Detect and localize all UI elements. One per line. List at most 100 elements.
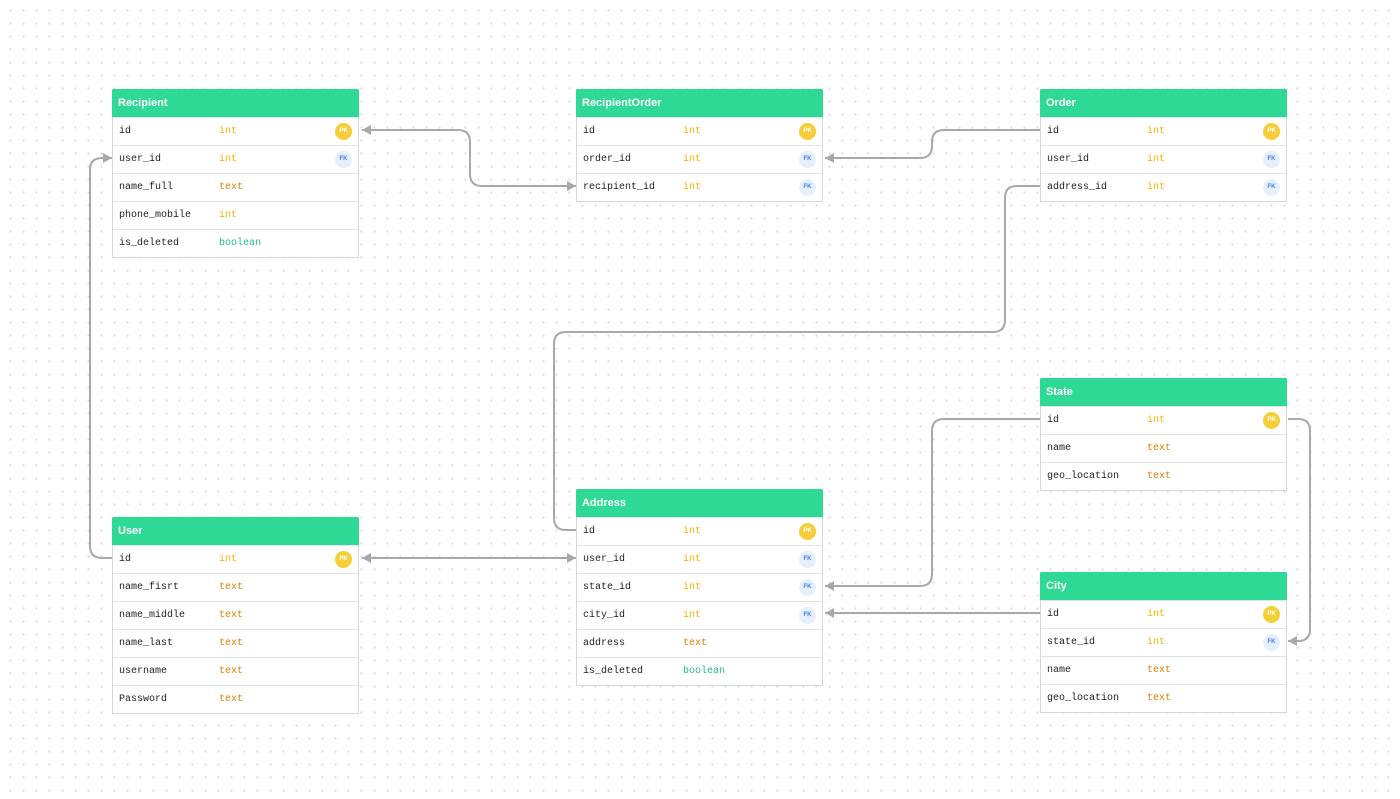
field-row[interactable]: id int PK	[1041, 406, 1286, 434]
field-row[interactable]: state_id int FK	[1041, 628, 1286, 656]
field-type: text	[683, 638, 708, 649]
field-name: state_id	[1047, 637, 1096, 648]
connector-order-address	[553, 185, 1040, 531]
entity-title[interactable]: Recipient	[112, 89, 359, 117]
field-row[interactable]: id int PK	[113, 117, 358, 145]
field-type: int	[1147, 126, 1166, 137]
foreign-key-badge: FK	[799, 579, 816, 596]
connector-end-arrow	[362, 553, 371, 563]
connector-state-city	[1288, 418, 1311, 642]
field-name: state_id	[583, 582, 632, 593]
field-row[interactable]: geo_location text	[1041, 684, 1286, 712]
entity-title[interactable]: Order	[1040, 89, 1287, 117]
entity-title[interactable]: State	[1040, 378, 1287, 406]
primary-key-badge: PK	[1263, 412, 1280, 429]
field-type: int	[1147, 415, 1166, 426]
field-name: geo_location	[1047, 471, 1120, 482]
field-name: name	[1047, 443, 1072, 454]
connector-state-address	[825, 418, 1040, 587]
field-type: int	[1147, 637, 1166, 648]
field-type: text	[1147, 693, 1172, 704]
field-name: id	[1047, 609, 1060, 620]
foreign-key-badge: FK	[1263, 634, 1280, 651]
field-name: is_deleted	[119, 238, 180, 249]
field-type: boolean	[219, 238, 262, 249]
field-name: address_id	[1047, 182, 1108, 193]
field-type: int	[219, 154, 238, 165]
field-type: text	[1147, 443, 1172, 454]
connector-end-arrow	[825, 608, 834, 618]
foreign-key-badge: FK	[1263, 179, 1280, 196]
entity-title[interactable]: City	[1040, 572, 1287, 600]
field-row[interactable]: address_id int FK	[1041, 173, 1286, 201]
field-name: recipient_id	[583, 182, 656, 193]
field-type: int	[683, 126, 702, 137]
field-name: name_fisrt	[119, 582, 180, 593]
field-type: text	[1147, 471, 1172, 482]
field-name: geo_location	[1047, 693, 1120, 704]
field-name: username	[119, 666, 168, 677]
entity-title[interactable]: RecipientOrder	[576, 89, 823, 117]
field-type: int	[1147, 154, 1166, 165]
field-row[interactable]: geo_location text	[1041, 462, 1286, 490]
field-name: id	[119, 554, 132, 565]
field-type: int	[1147, 182, 1166, 193]
foreign-key-badge: FK	[335, 151, 352, 168]
connector-end-arrow	[567, 181, 576, 191]
field-name: phone_mobile	[119, 210, 192, 221]
connector-end-arrow	[1288, 636, 1297, 646]
field-type: text	[219, 610, 244, 621]
field-name: id	[119, 126, 132, 137]
field-row[interactable]: is_deleted boolean	[113, 229, 358, 257]
connector-end-arrow	[825, 153, 834, 163]
field-row[interactable]: name text	[1041, 434, 1286, 462]
field-name: id	[583, 126, 596, 137]
field-type: int	[219, 126, 238, 137]
field-type: text	[1147, 665, 1172, 676]
entity-title[interactable]: Address	[576, 489, 823, 517]
entity-state[interactable]: State id int PK name text geo_location text	[1040, 378, 1287, 491]
connector-user-recipient	[89, 157, 112, 559]
entity-title[interactable]: User	[112, 517, 359, 545]
primary-key-badge: PK	[335, 123, 352, 140]
field-name: id	[1047, 415, 1060, 426]
primary-key-badge: PK	[799, 523, 816, 540]
field-type: int	[683, 610, 702, 621]
field-type: int	[219, 554, 238, 565]
field-type: text	[219, 638, 244, 649]
connector-end-arrow	[825, 581, 834, 591]
field-name: user_id	[1047, 154, 1090, 165]
field-type: text	[219, 182, 244, 193]
primary-key-badge: PK	[1263, 606, 1280, 623]
connector-recipient-recipientorder	[362, 129, 576, 187]
